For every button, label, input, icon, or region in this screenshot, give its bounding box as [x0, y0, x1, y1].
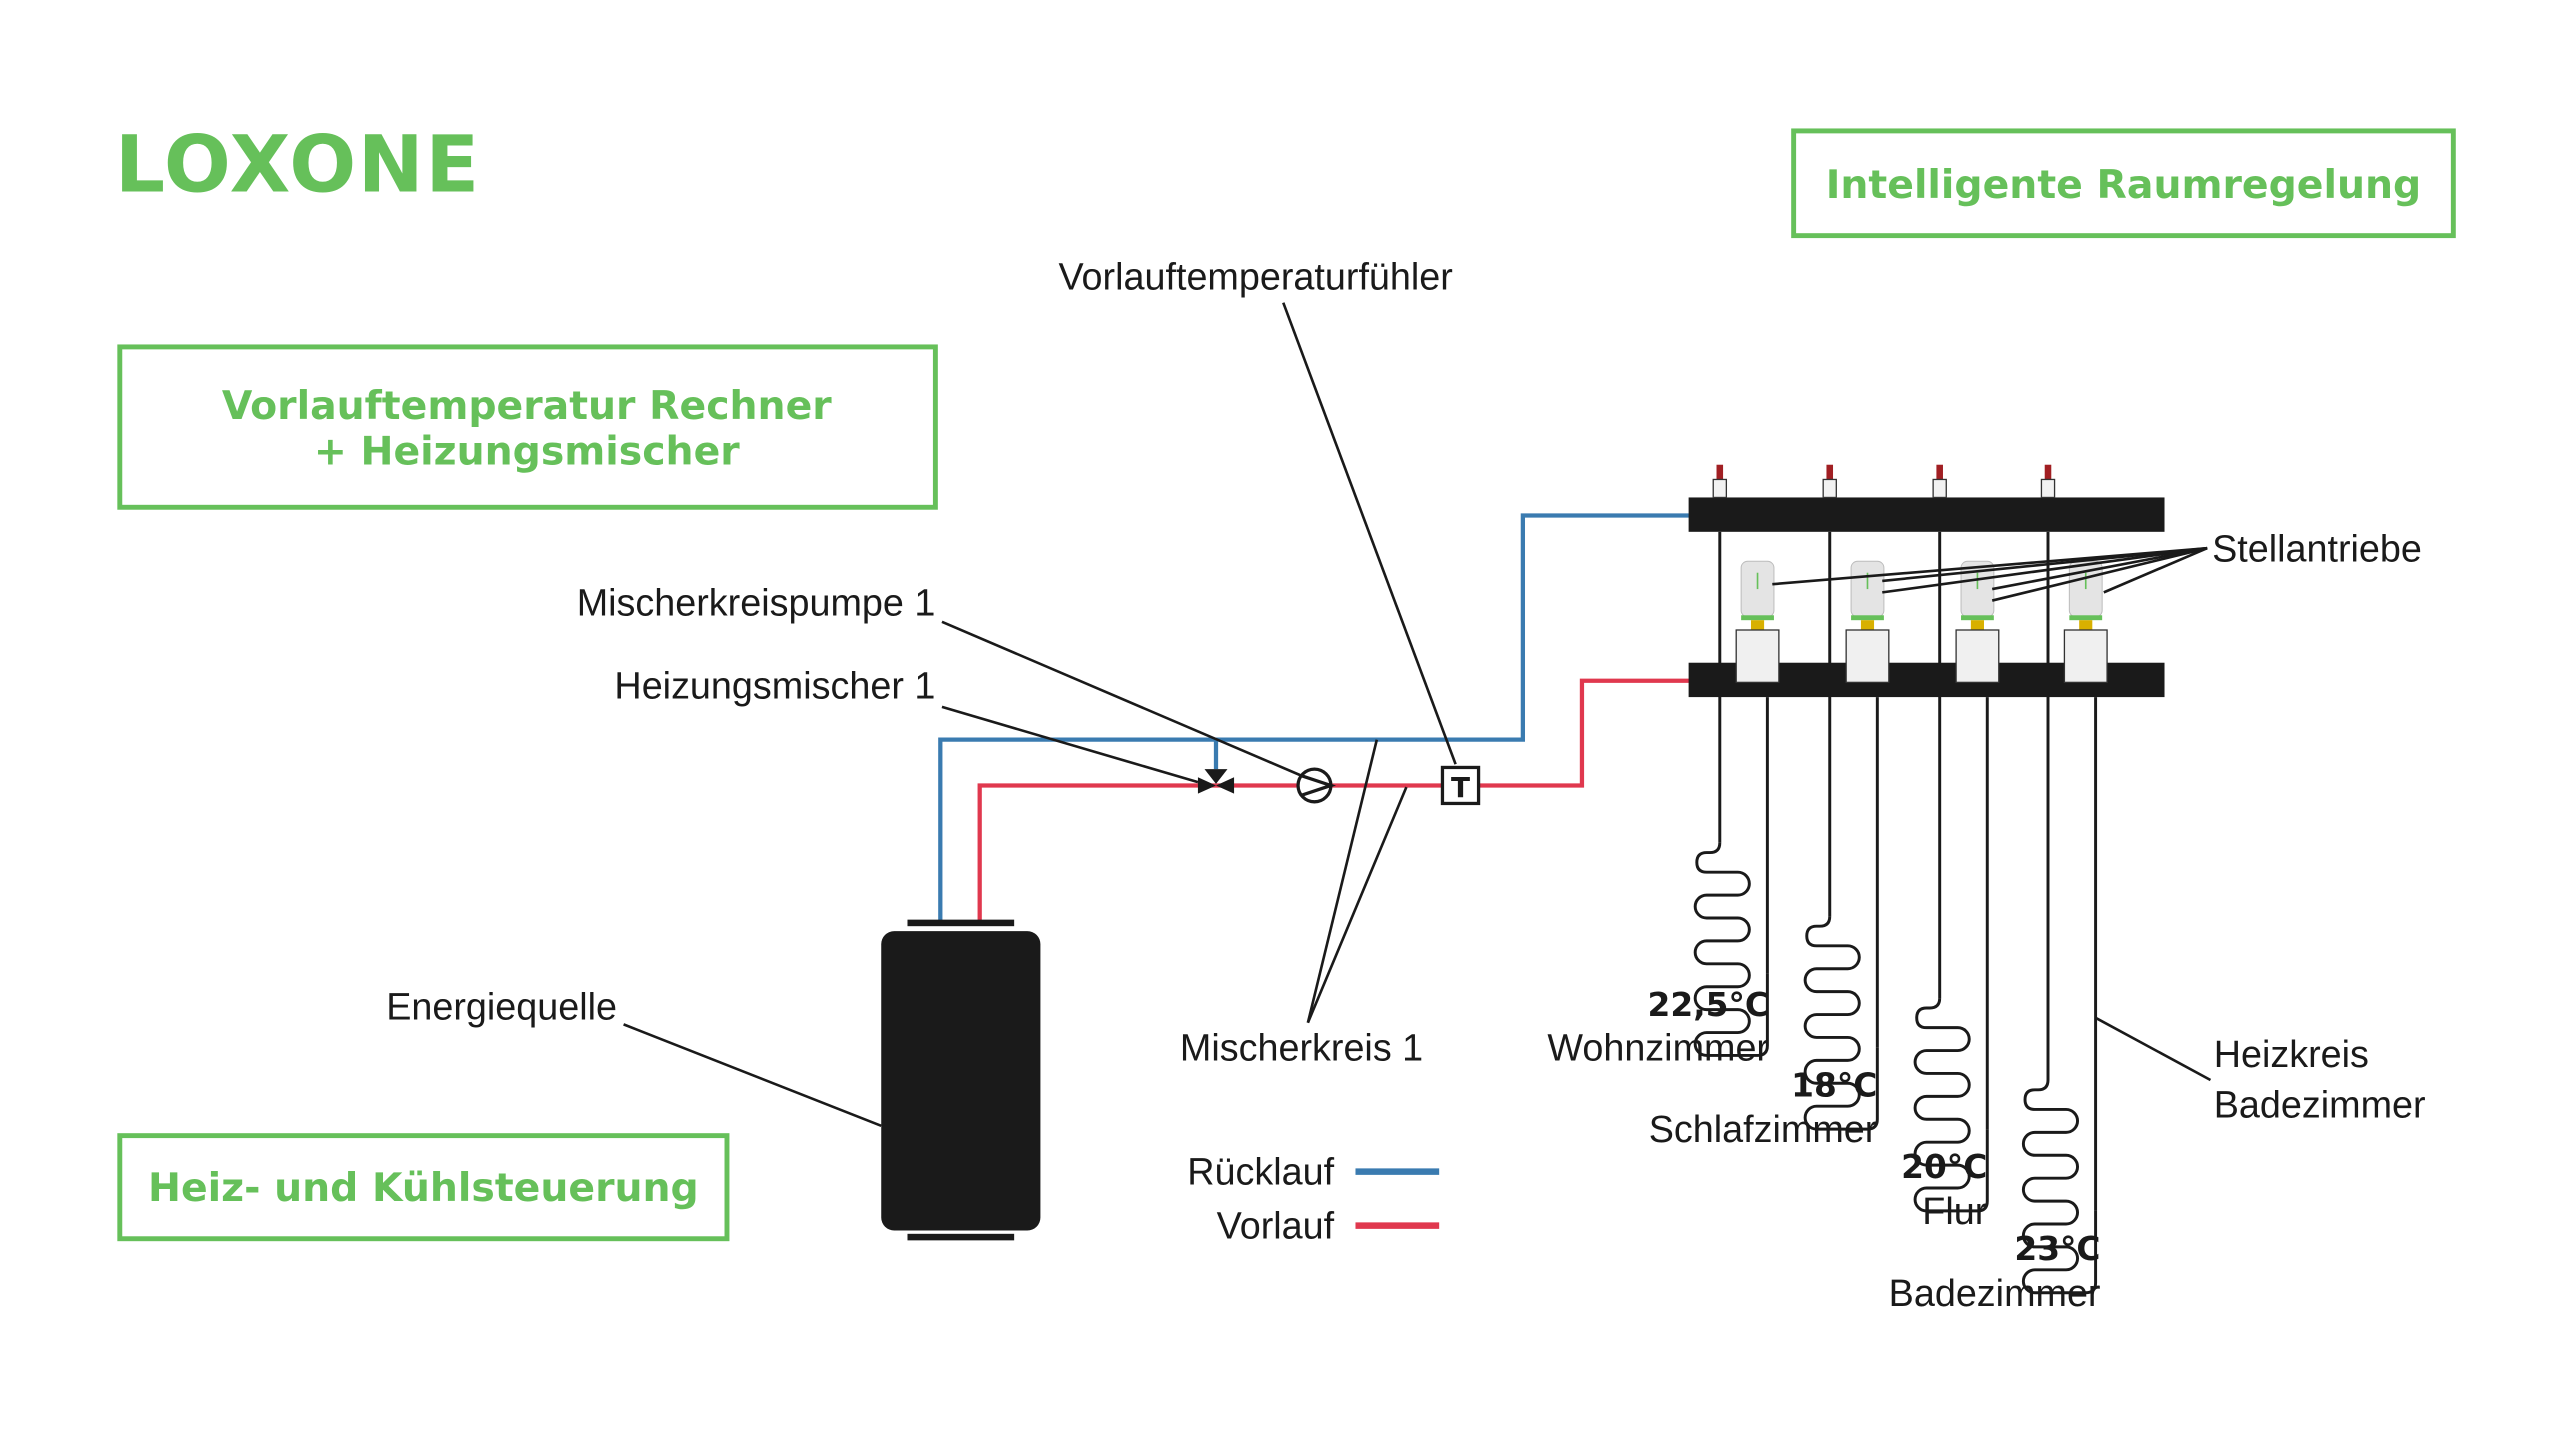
balancing-valve-icon [1936, 464, 1943, 482]
label-energiequelle: Energiequelle [386, 986, 617, 1028]
heating-loop-2 [1803, 916, 1879, 1131]
room-name: Wohnzimmer [1547, 1026, 1769, 1068]
box-rechner-line1: Vorlauftemperatur Rechner [222, 384, 832, 429]
balancing-valve-body [1932, 478, 1947, 499]
box-heiz-kuehl: Heiz- und Kühlsteuerung [117, 1133, 730, 1242]
label-heizkreis-line2: Badezimmer [2214, 1084, 2426, 1126]
balancing-valve-icon [2044, 464, 2052, 482]
mixer-valve-icon [1197, 769, 1235, 794]
label-stellantriebe: Stellantriebe [2212, 527, 2422, 569]
room-temperature: 23°C [2014, 1230, 2100, 1268]
legend-label-ruecklauf: Rücklauf [1187, 1151, 1334, 1193]
balancing-valve-icon [1826, 464, 1834, 482]
box-rechner-line2: + Heizungsmischer [314, 430, 740, 475]
room-name: Badezimmer [1889, 1272, 2101, 1314]
label-pumpe: Mischerkreispumpe 1 [577, 581, 936, 623]
heating-loop-3 [1913, 998, 1989, 1213]
box-vorlauf-rechner: Vorlauftemperatur Rechner + Heizungsmisc… [117, 344, 938, 510]
balancing-valve-body [1712, 478, 1728, 499]
box-heizkuehl-title: Heiz- und Kühlsteuerung [148, 1166, 699, 1211]
legend: Rücklauf Vorlauf [1187, 1151, 1440, 1247]
room-labels: 22,5°C Wohnzimmer 18°C Schlafzimmer 20°C… [1547, 986, 2100, 1314]
label-heizkreis-line1: Heizkreis [2214, 1033, 2369, 1075]
loxone-logo: LOXONE [115, 119, 481, 211]
balancing-valve-body [1822, 478, 1837, 499]
actuator-icon [1955, 560, 2000, 684]
room-temperature: 22,5°C [1648, 986, 1769, 1024]
actuator-icon [1735, 560, 1780, 684]
leader-lines [623, 302, 2212, 1128]
label-mischer: Heizungsmischer 1 [614, 665, 935, 707]
room-temperature: 20°C [1901, 1148, 1987, 1186]
room-name: Schlafzimmer [1649, 1108, 1878, 1150]
room-temperature: 18°C [1791, 1066, 1877, 1104]
pump-icon [1296, 767, 1337, 804]
actuator-icon [2063, 560, 2108, 684]
flow-pipe [977, 678, 1691, 922]
temperature-sensor-icon: T [1440, 765, 1481, 806]
energy-source-tank [881, 919, 1041, 1241]
box-raumregelung-title: Intelligente Raumregelung [1826, 163, 2421, 208]
balancing-valve-icon [1716, 464, 1724, 482]
heating-loop-4 [2021, 1079, 2098, 1295]
balancing-valve-body [2040, 478, 2056, 499]
box-raumregelung: Intelligente Raumregelung [1791, 128, 2456, 239]
legend-label-vorlauf: Vorlauf [1217, 1205, 1335, 1247]
room-name: Flur [1922, 1190, 1987, 1232]
return-pipe [938, 513, 1691, 922]
label-vorlauffuehler: Vorlauftemperaturfühler [1058, 256, 1452, 298]
actuator-icon [1845, 560, 1890, 684]
sensor-symbol: T [1451, 771, 1470, 804]
heating-loop-1 [1693, 842, 1769, 1057]
return-manifold-bar [1688, 497, 2165, 532]
label-mischerkreis: Mischerkreis 1 [1180, 1026, 1423, 1068]
